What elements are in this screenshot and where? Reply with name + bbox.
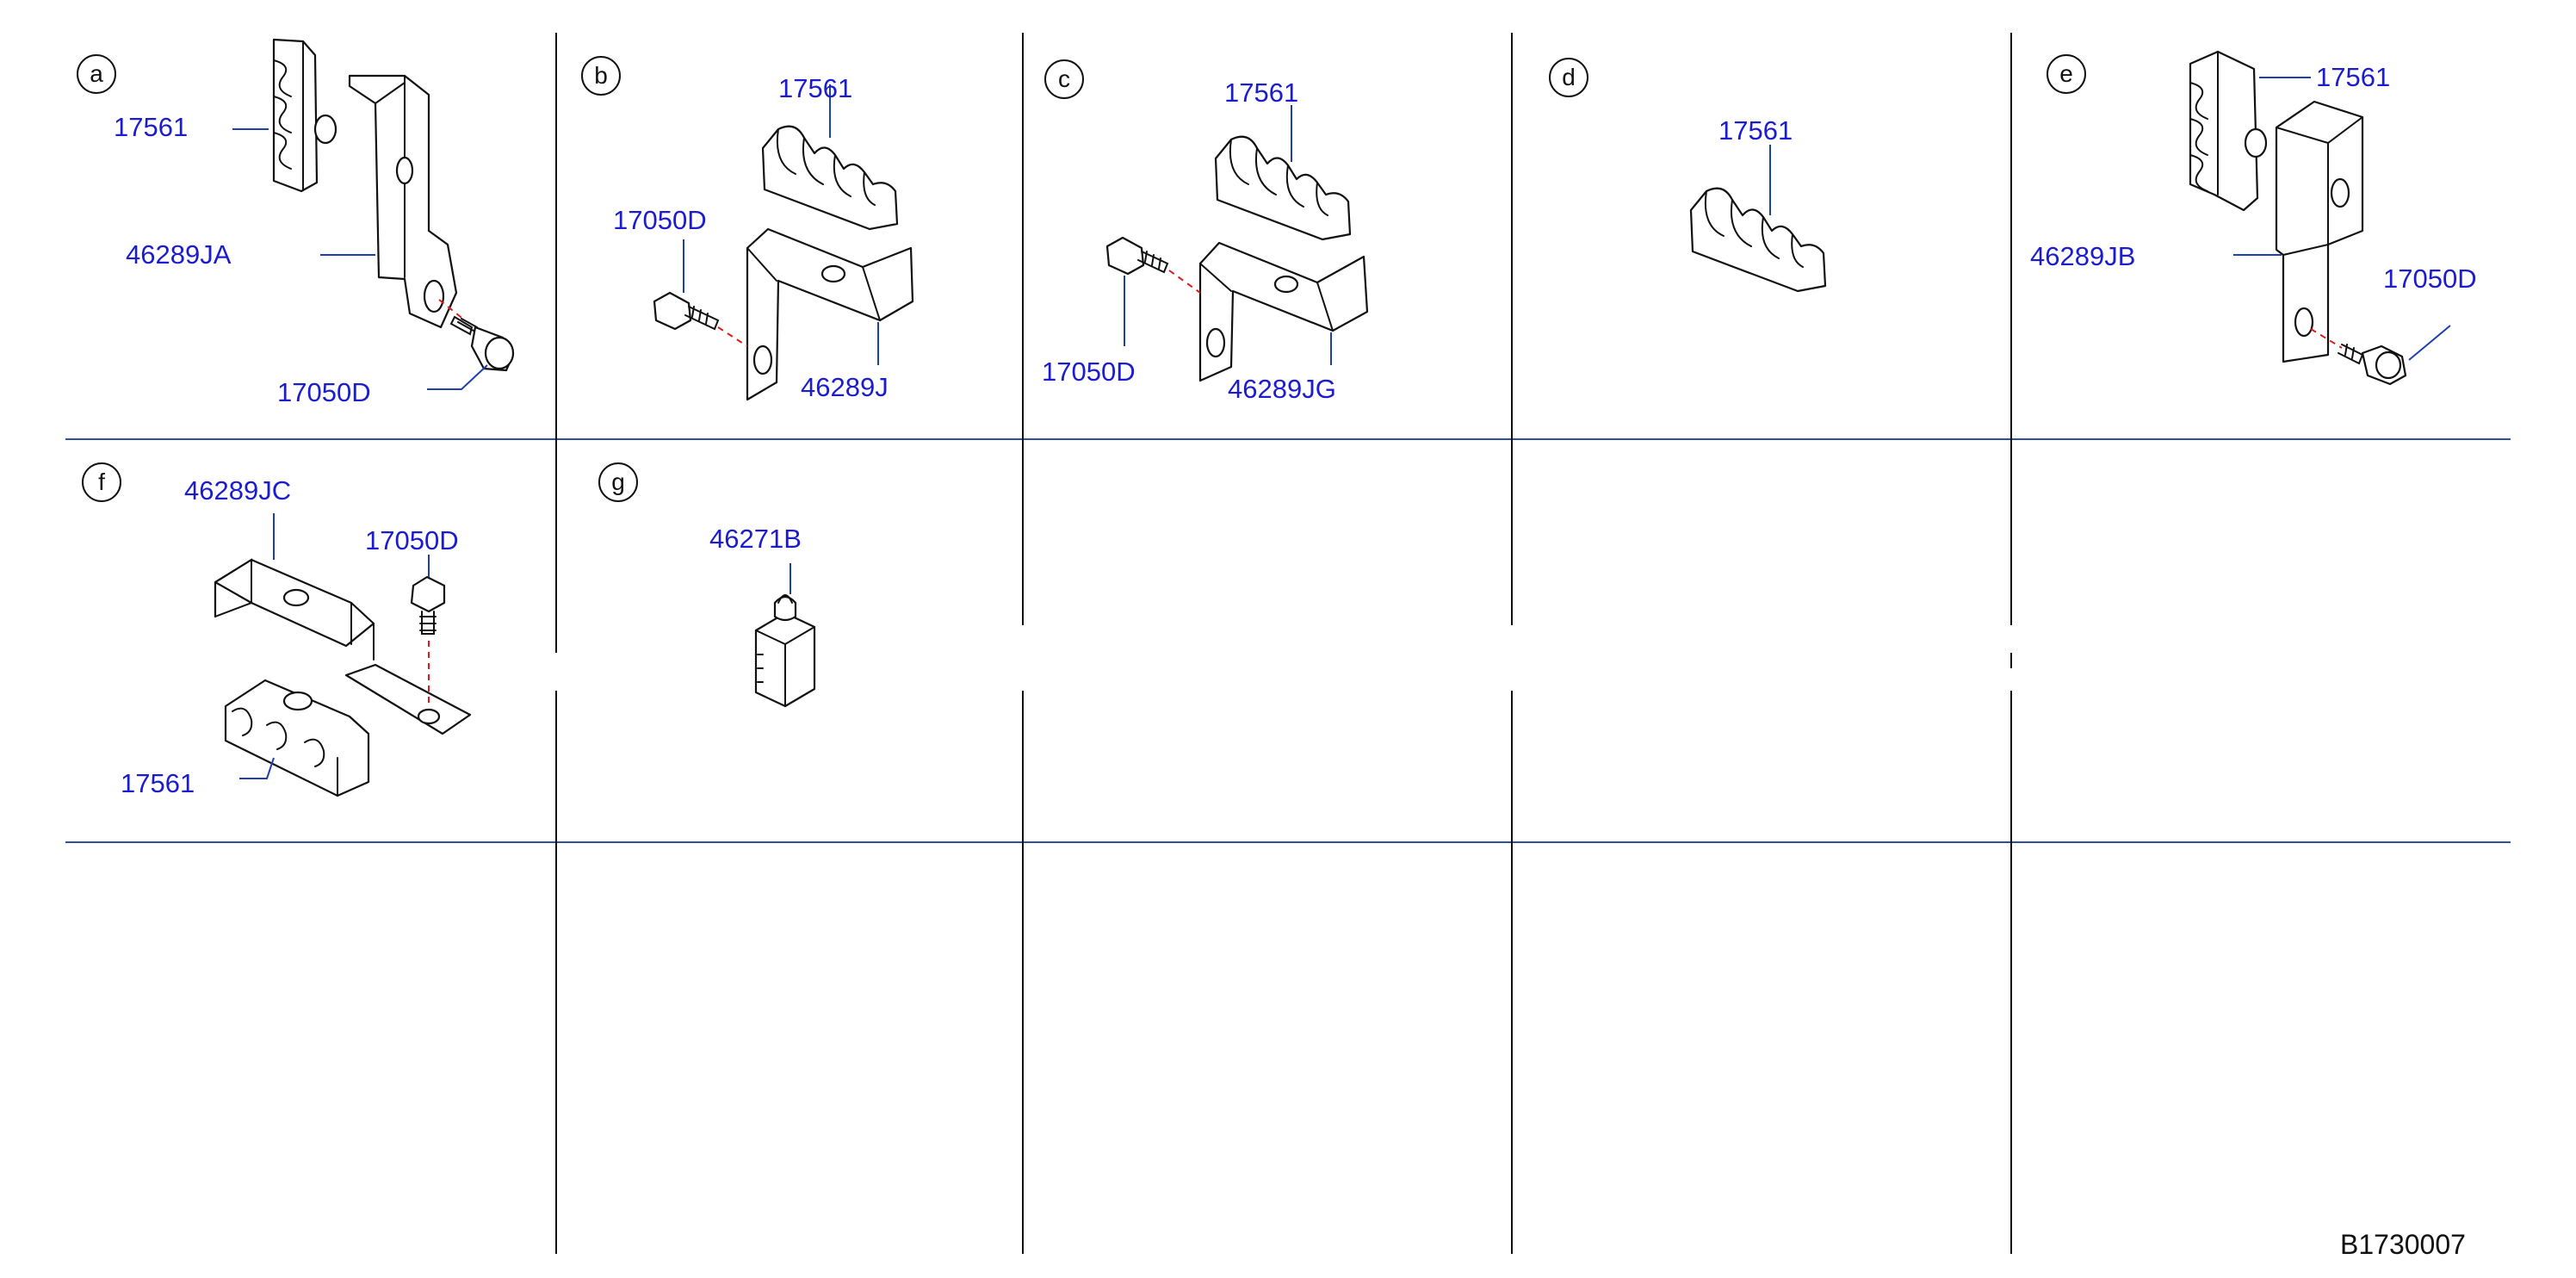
bracket-icon xyxy=(214,558,472,735)
panel-c: c 17561 17050D 46289JG xyxy=(1042,59,1369,404)
bolt-axis-a xyxy=(438,299,466,321)
flange-bolt-icon xyxy=(410,575,446,635)
pipe-clip-icon xyxy=(1214,135,1352,241)
part-number-f-clip[interactable]: 17561 xyxy=(121,768,195,798)
bracket-icon xyxy=(746,227,914,401)
panel-letter-f: f xyxy=(82,462,121,502)
panel-letter-e: e xyxy=(2047,54,2086,94)
part-number-b-clip[interactable]: 17561 xyxy=(778,73,852,103)
panel-e: e 17561 46289JB 17050D xyxy=(2030,50,2477,386)
panel-letter-g: g xyxy=(598,462,638,502)
part-number-a-bracket[interactable]: 46289JA xyxy=(126,239,232,270)
diagram-reference-id: B1730007 xyxy=(2340,1229,2466,1260)
panel-letter-d-text: d xyxy=(1562,64,1576,90)
flange-bolt-icon xyxy=(1105,236,1169,276)
bracket-icon xyxy=(1198,241,1369,382)
part-number-c-clip[interactable]: 17561 xyxy=(1224,78,1298,108)
pipe-clip-icon xyxy=(1689,187,1827,293)
part-number-d-clip[interactable]: 17561 xyxy=(1718,115,1793,146)
panel-letter-e-text: e xyxy=(2059,60,2073,87)
panel-a: a 17561 46289JA 17050D xyxy=(77,38,515,407)
leader-f-clip xyxy=(239,757,275,779)
panel-d: d 17561 xyxy=(1549,58,1827,293)
part-number-b-bolt[interactable]: 17050D xyxy=(613,205,707,235)
panel-letter-c: c xyxy=(1044,59,1084,99)
bolt-axis-b xyxy=(717,326,748,347)
part-number-c-bracket[interactable]: 46289JG xyxy=(1228,374,1336,404)
flange-bolt-icon xyxy=(653,291,720,331)
part-number-f-bracket[interactable]: 46289JC xyxy=(184,475,291,506)
bracket-icon xyxy=(2275,100,2364,363)
pipe-clip-icon xyxy=(272,38,337,193)
plug-icon xyxy=(754,594,816,708)
grid xyxy=(65,33,2511,1254)
panel-letter-f-text: f xyxy=(98,468,105,495)
part-number-e-bolt[interactable]: 17050D xyxy=(2383,264,2477,294)
pipe-clip-icon xyxy=(224,679,370,797)
flange-bolt-icon xyxy=(449,315,515,372)
leader-e-bolt xyxy=(2408,325,2451,361)
part-number-e-clip[interactable]: 17561 xyxy=(2316,62,2390,92)
panel-f: f 46289JC 17050D 17561 xyxy=(82,462,472,798)
panel-letter-d: d xyxy=(1549,58,1588,97)
part-number-b-bracket[interactable]: 46289J xyxy=(801,372,889,402)
part-number-e-bracket[interactable]: 46289JB xyxy=(2030,241,2135,271)
panel-g: g 46271B xyxy=(598,462,816,708)
leader-a-bolt xyxy=(427,364,488,390)
pipe-clip-icon xyxy=(2189,50,2268,212)
panel-letter-a-text: a xyxy=(90,60,103,87)
panel-b: b 17561 17050D 46289J xyxy=(581,56,914,402)
panel-letter-b-text: b xyxy=(594,62,608,89)
panel-letter-c-text: c xyxy=(1058,65,1070,92)
panel-letter-g-text: g xyxy=(611,468,625,495)
pipe-clip-icon xyxy=(761,125,899,231)
bracket-icon xyxy=(348,74,458,329)
part-number-a-clip[interactable]: 17561 xyxy=(114,112,188,142)
part-number-c-bolt[interactable]: 17050D xyxy=(1042,357,1136,387)
flange-bolt-icon xyxy=(2338,344,2407,386)
part-number-a-bolt[interactable]: 17050D xyxy=(277,377,371,407)
panel-letter-a: a xyxy=(77,54,116,94)
panel-letter-b: b xyxy=(581,56,621,96)
part-number-g-part[interactable]: 46271B xyxy=(709,524,802,554)
bolt-axis-c xyxy=(1168,270,1201,294)
part-number-f-bolt[interactable]: 17050D xyxy=(365,525,459,555)
